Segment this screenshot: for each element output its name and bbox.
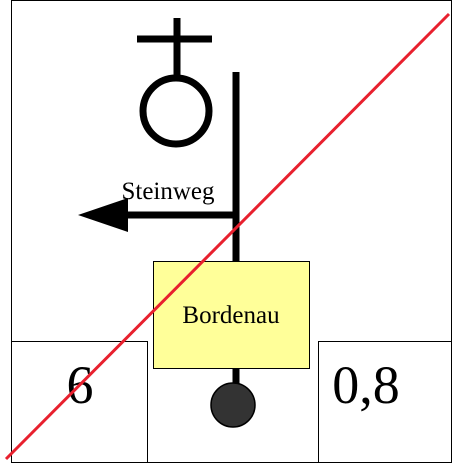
branch-label: Steinweg (121, 178, 215, 205)
strike-through-line (4, 12, 451, 461)
church-cross-circle-icon (137, 18, 213, 148)
distance-box-right (318, 341, 452, 463)
distance-box-left (11, 341, 148, 463)
arrow-left-icon (78, 198, 128, 232)
place-name: Bordenau (182, 302, 280, 329)
filled-circle-icon (210, 382, 256, 428)
distance-right-value: 0,8 (332, 355, 400, 415)
place-name-box (153, 261, 310, 369)
